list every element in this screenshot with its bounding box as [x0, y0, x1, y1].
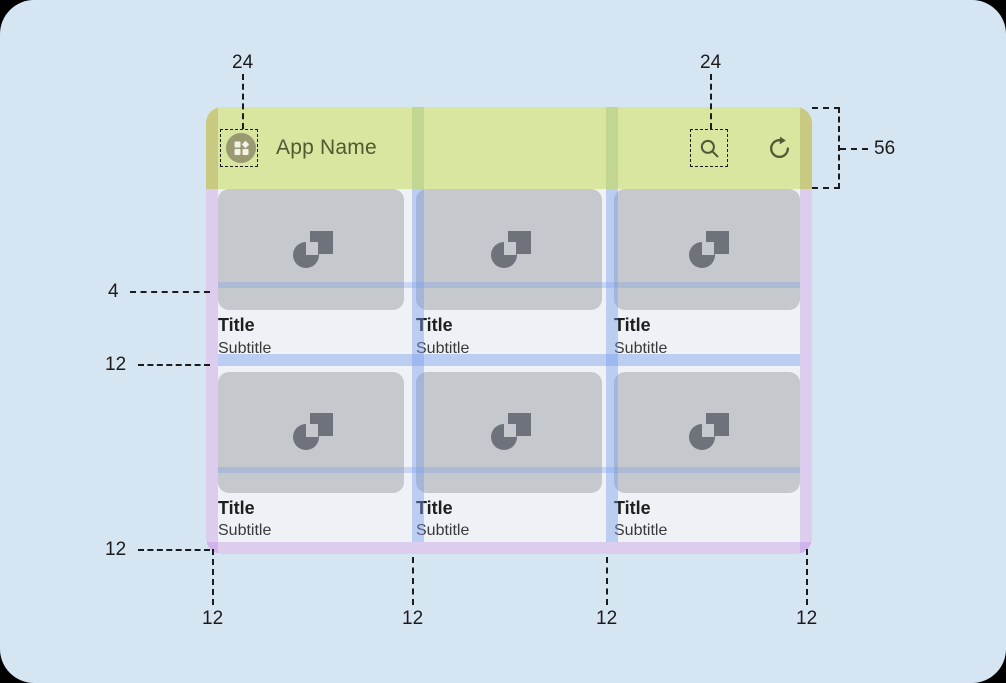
card-text-block: Title Subtitle [218, 492, 404, 542]
card-text-block: Title Subtitle [218, 310, 404, 360]
image-placeholder-icon [614, 371, 800, 493]
leader-line-search-icon [710, 74, 712, 129]
leader-line-bottom-column-gap-1 [412, 557, 414, 605]
annotation-bottom-right-padding: 12 [796, 608, 818, 629]
annotation-appbar-height: 56 [874, 138, 896, 159]
card-title: Title [614, 315, 651, 336]
card-subtitle: Subtitle [218, 522, 272, 540]
annotation-leading-icon-size: 24 [232, 52, 254, 73]
search-icon[interactable] [694, 133, 724, 163]
leader-line-appbar-height [840, 148, 868, 150]
card-item[interactable]: Title Subtitle [218, 189, 404, 360]
leader-line-leading-icon [242, 74, 244, 129]
app-grid-avatar-icon [226, 133, 256, 163]
annotation-image-title-gap: 4 [108, 281, 119, 302]
card-text-block: Title Subtitle [614, 492, 800, 542]
card-title: Title [218, 497, 255, 518]
card-item[interactable]: Title Subtitle [218, 371, 404, 542]
image-placeholder-icon [416, 371, 602, 493]
card-subtitle: Subtitle [614, 522, 668, 540]
card-subtitle: Subtitle [218, 339, 272, 357]
app-bar-title: App Name [276, 136, 377, 159]
card-subtitle: Subtitle [416, 339, 470, 357]
card-subtitle: Subtitle [614, 339, 668, 357]
card-text-block: Title Subtitle [416, 310, 602, 360]
card-grid: Title Subtitle Title Subtitle [206, 189, 812, 554]
annotation-row-gap: 12 [105, 354, 127, 375]
image-placeholder-icon [416, 189, 602, 311]
leader-line-bottom-right-padding [806, 549, 808, 605]
card-title: Title [218, 315, 255, 336]
card-item[interactable]: Title Subtitle [416, 371, 602, 542]
leader-line-bottom-left-padding [212, 549, 214, 605]
card-item[interactable]: Title Subtitle [416, 189, 602, 360]
annotation-bottom-column-gap-1: 12 [402, 608, 424, 629]
annotation-search-icon-size: 24 [700, 52, 722, 73]
card-title: Title [416, 315, 453, 336]
leader-line-grid-bottom-padding [138, 549, 210, 551]
card-subtitle: Subtitle [416, 522, 470, 540]
annotation-grid-bottom-padding: 12 [105, 539, 127, 560]
annotation-bottom-column-gap-2: 12 [596, 608, 618, 629]
annotation-bottom-left-padding: 12 [202, 608, 224, 629]
card-item[interactable]: Title Subtitle [614, 189, 800, 360]
app-bar-leading-button[interactable] [224, 131, 258, 165]
card-item[interactable]: Title Subtitle [614, 371, 800, 542]
image-placeholder-icon [218, 371, 404, 493]
appbar-height-bracket [812, 107, 840, 189]
image-placeholder-icon [218, 189, 404, 311]
device-mock: App Name [206, 107, 812, 554]
app-bar: App Name [206, 107, 812, 189]
leader-line-row-gap [138, 364, 210, 366]
image-placeholder-icon [614, 189, 800, 311]
card-title: Title [614, 497, 651, 518]
refresh-icon[interactable] [764, 133, 794, 163]
leader-line-image-title-gap [130, 291, 210, 293]
card-text-block: Title Subtitle [614, 310, 800, 360]
card-text-block: Title Subtitle [416, 492, 602, 542]
card-title: Title [416, 497, 453, 518]
leader-line-bottom-column-gap-2 [606, 557, 608, 605]
